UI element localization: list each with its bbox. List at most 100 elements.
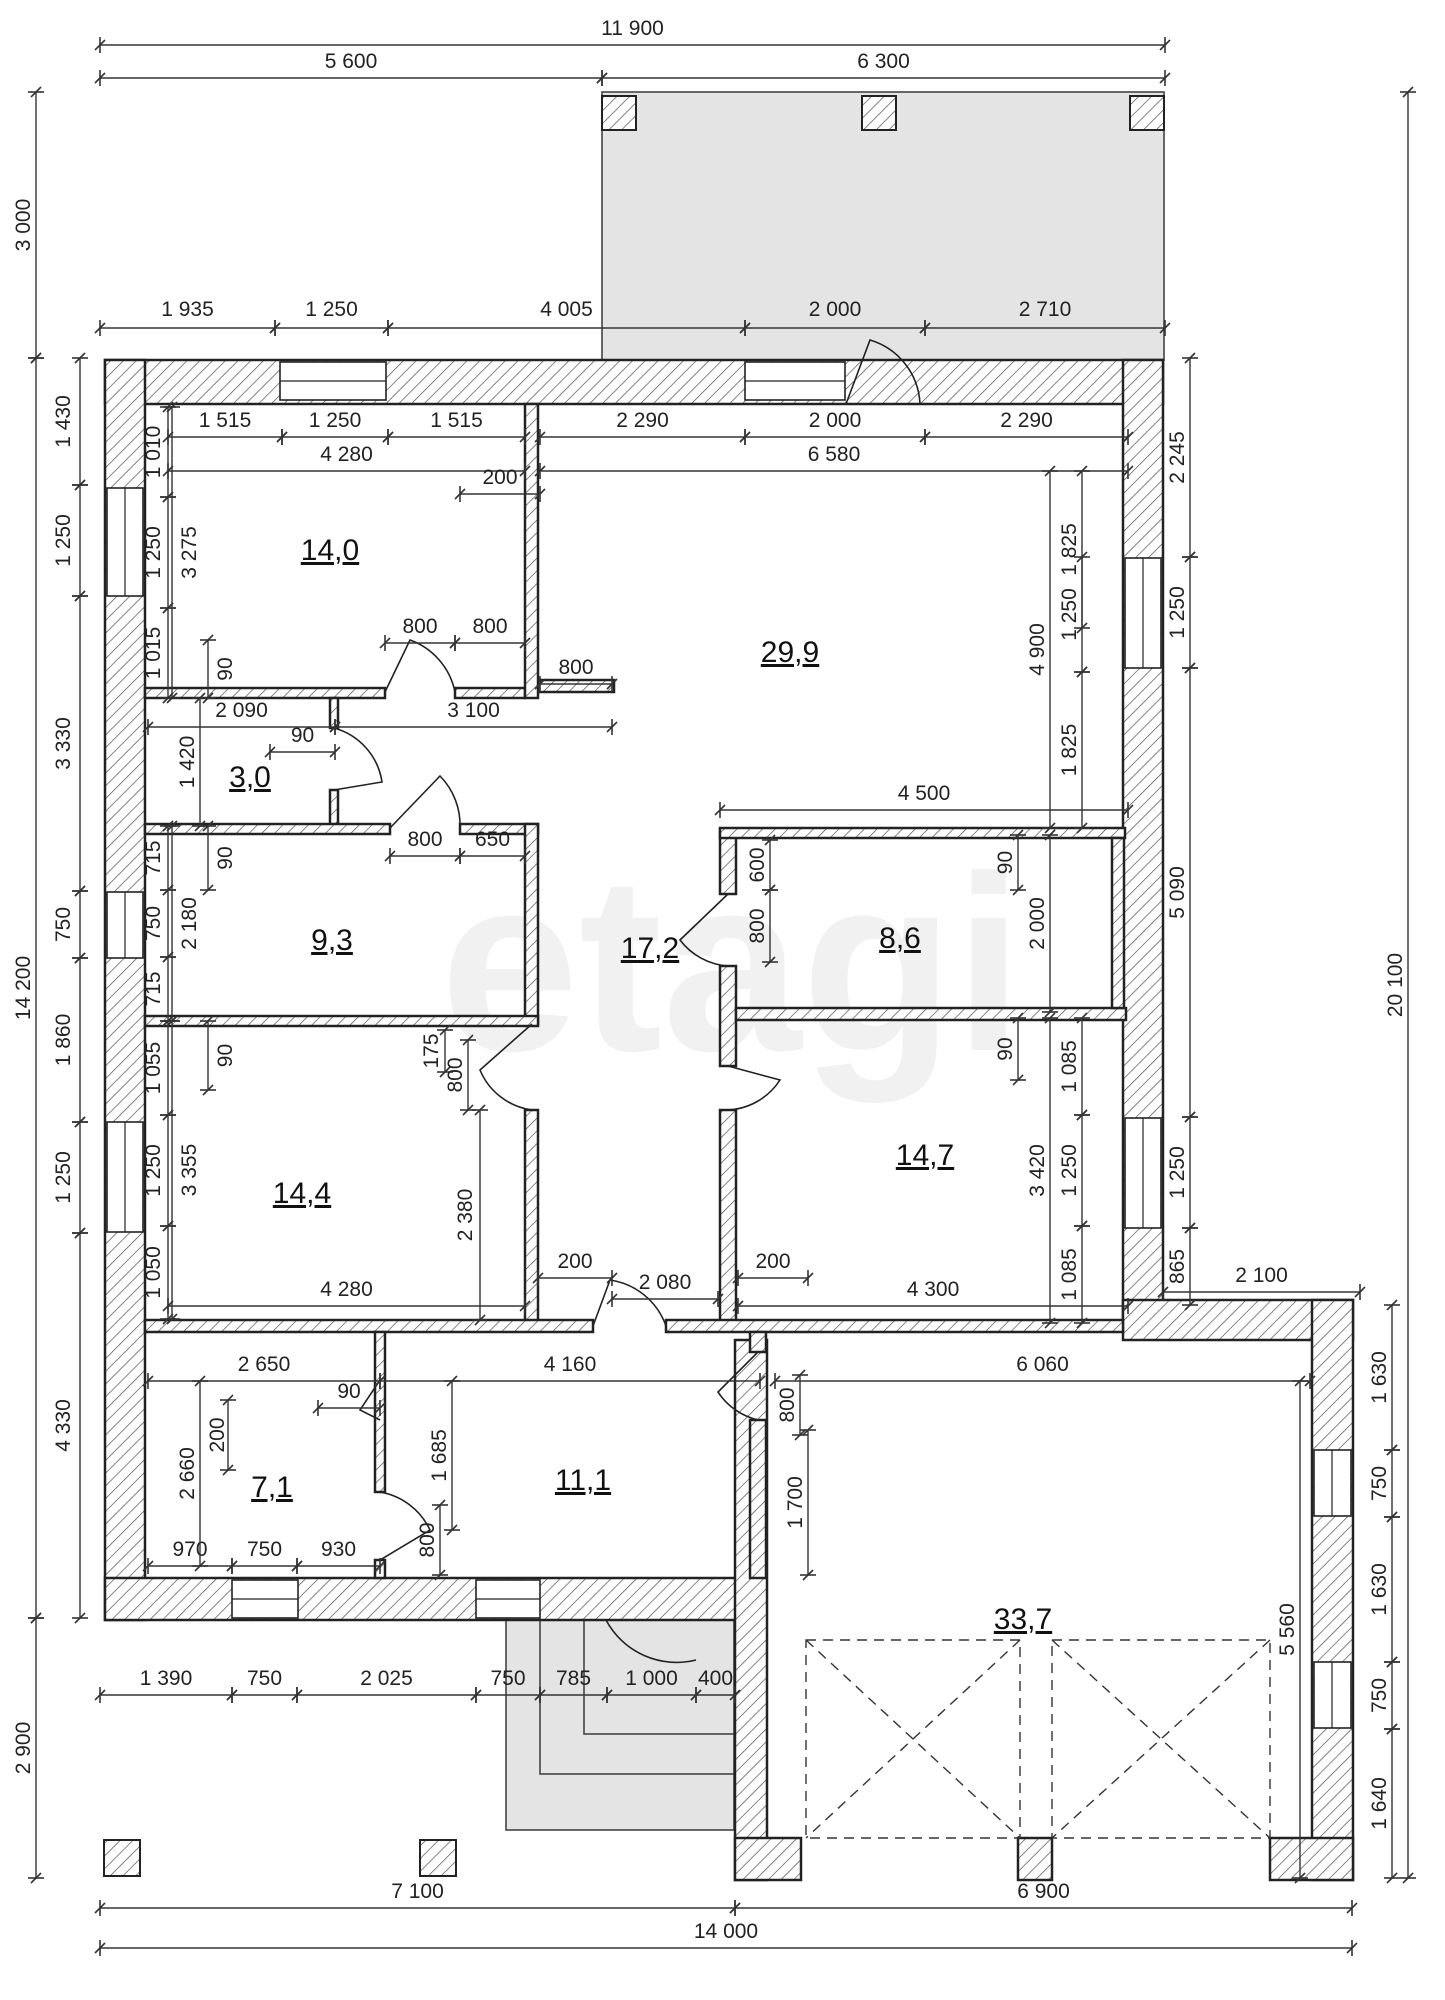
dimension-h: 4 300 [732, 1278, 1134, 1314]
dimension-h: 90 [312, 1380, 386, 1416]
dimension-v: 1 640 [1368, 1723, 1400, 1884]
room-area-label: 14,7 [896, 1139, 954, 1172]
dimension-label: 90 [214, 846, 237, 869]
dimension-v: 1 250 [52, 479, 88, 602]
dimension-label: 6 300 [857, 50, 910, 73]
dimension-v: 1 250 [142, 491, 176, 614]
dimension-v: 800 [416, 1499, 448, 1581]
room-area-label: 29,9 [761, 636, 819, 669]
doors [333, 339, 921, 1664]
dimension-h: 800 [534, 656, 618, 692]
dimension-label: 2 245 [1166, 431, 1189, 484]
dimension-label: 20 100 [1384, 953, 1407, 1017]
dimension-v: 1 685 [428, 1375, 460, 1536]
dimension-label: 3 275 [178, 526, 201, 579]
dimension-label: 1 420 [176, 736, 199, 789]
dimension-v: 2 180 [164, 820, 201, 1027]
dimension-h: 2 290 [534, 409, 751, 445]
dimension-h: 785 [534, 1667, 613, 1703]
dimension-h: 970 [142, 1538, 238, 1574]
dimension-v: 1 050 [142, 1220, 176, 1325]
dimension-label: 3 000 [12, 199, 35, 252]
dimension-h: 90 [264, 724, 341, 760]
dimension-v: 800 [746, 884, 778, 968]
dimension-label: 1 250 [305, 298, 358, 321]
dimension-h: 400 [690, 1667, 741, 1703]
dimension-h: 800 [379, 615, 461, 651]
dimension-label: 800 [407, 828, 442, 851]
dimension-v: 1 250 [1166, 1111, 1198, 1234]
dimension-label: 2 100 [1235, 1264, 1288, 1287]
dimension-h: 1 390 [94, 1667, 238, 1703]
dimension-v: 750 [1368, 1444, 1400, 1523]
dimension-label: 750 [1368, 1466, 1391, 1501]
dimension-label: 4 900 [1026, 623, 1049, 676]
dimension-label: 1 085 [1058, 1248, 1081, 1301]
dimension-v: 750 [142, 884, 176, 963]
room-area-label: 7,1 [251, 1471, 293, 1504]
dimension-label: 2 290 [1000, 409, 1053, 432]
dimension-label: 6 900 [1017, 1880, 1070, 1903]
dimension-label: 4 005 [540, 298, 593, 321]
dimension-label: 930 [321, 1538, 356, 1561]
dimension-label: 2 000 [809, 298, 862, 321]
dimension-label: 750 [1368, 1678, 1391, 1713]
dimension-label: 14 000 [694, 1920, 758, 1943]
dimension-label: 750 [142, 906, 165, 941]
dimension-label: 650 [475, 828, 510, 851]
dimension-h: 1 515 [382, 409, 531, 445]
dimension-label: 1 250 [309, 409, 362, 432]
dimension-label: 4 160 [544, 1353, 597, 1376]
dimension-label: 2 900 [12, 1722, 35, 1775]
dimension-label: 400 [698, 1667, 733, 1690]
dimension-h: 6 900 [729, 1880, 1358, 1916]
dimension-label: 1 250 [1166, 1146, 1189, 1199]
dimension-h: 6 060 [769, 1353, 1316, 1389]
dimension-label: 200 [557, 1250, 592, 1273]
dimension-label: 1 055 [142, 1042, 165, 1095]
garage-markers [805, 1639, 1271, 1839]
dimension-label: 2 180 [178, 897, 201, 950]
windows [106, 361, 1352, 1729]
dimension-v: 1 420 [176, 692, 208, 832]
dimension-v: 14 200 [12, 352, 44, 1624]
dimension-v: 5 090 [1166, 662, 1198, 1123]
dimension-h: 930 [291, 1538, 386, 1574]
dimension-h: 4 280 [162, 1278, 531, 1314]
dimension-label: 6 060 [1016, 1353, 1069, 1376]
dimension-v: 2 245 [1166, 352, 1198, 563]
dimension-v: 4 900 [1026, 465, 1058, 834]
dimension-label: 90 [994, 851, 1017, 874]
dimension-h: 1 250 [276, 409, 394, 445]
dimension-v: 1 250 [142, 1109, 176, 1232]
dimension-h: 2 100 [1157, 1264, 1366, 1300]
dimension-h: 200 [732, 1250, 814, 1286]
dimension-label: 2 710 [1019, 298, 1072, 321]
dimension-label: 4 500 [898, 782, 951, 805]
dimension-label: 600 [746, 847, 769, 882]
dimension-label: 1 515 [430, 409, 483, 432]
dimension-label: 715 [142, 971, 165, 1006]
dimension-v: 1 055 [142, 1015, 176, 1121]
dimension-label: 2 090 [215, 699, 268, 722]
dimension-v: 20 100 [1384, 86, 1416, 1884]
dimension-label: 90 [291, 724, 314, 747]
dimension-label: 200 [482, 466, 517, 489]
dimension-label: 750 [247, 1667, 282, 1690]
dimension-label: 800 [402, 615, 437, 638]
dimension-label: 175 [420, 1033, 443, 1068]
dimension-label: 200 [755, 1250, 790, 1273]
dimension-label: 3 100 [447, 699, 500, 722]
dimension-h: 4 280 [162, 443, 531, 479]
dimension-label: 90 [214, 1044, 237, 1067]
dimension-v: 90 [994, 1012, 1026, 1086]
dimension-h: 650 [454, 828, 531, 864]
dimension-v: 3 420 [1026, 1012, 1058, 1329]
dimension-h: 800 [449, 615, 531, 651]
dimension-label: 785 [556, 1667, 591, 1690]
dimension-h: 2 080 [606, 1271, 724, 1307]
room-area-label: 14,0 [301, 534, 359, 567]
dimension-label: 7 100 [391, 1880, 444, 1903]
room-area-label: 9,3 [311, 924, 353, 957]
